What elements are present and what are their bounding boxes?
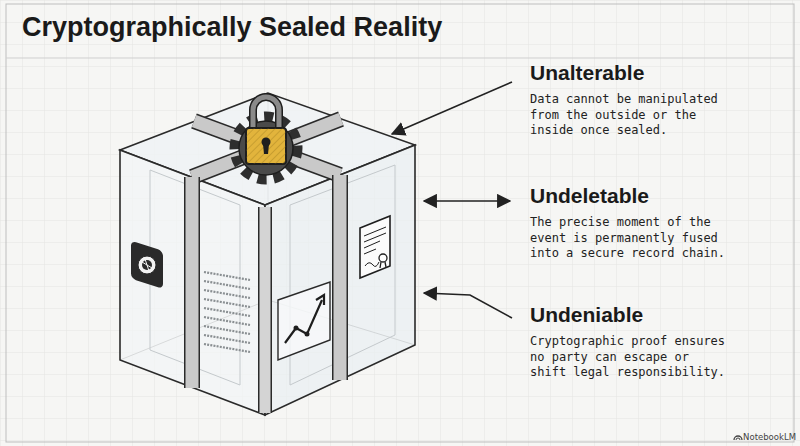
hex-row [204,308,250,316]
hex-row [204,290,250,298]
hex-row [204,326,250,334]
hex-texture [204,272,250,352]
callout-heading: Undeletable [530,184,649,208]
diagram-title: Cryptographically Sealed Reality [22,12,442,43]
hex-row [204,299,250,307]
callout-heading: Undeniable [530,303,643,327]
hex-row [204,281,250,289]
watermark-icon [734,436,742,440]
hex-row [204,272,250,280]
cube-right-face [265,145,415,415]
cube-left-face [120,150,265,415]
straps [192,119,341,413]
padlock [246,97,286,164]
leader-arrows [392,82,512,318]
callout-body: Cryptographic proof ensures no party can… [530,334,730,381]
camera-icon [131,241,163,289]
glass-panel [290,165,395,385]
callout-body: The precise moment of the event is perma… [530,215,730,262]
chart-panel [278,282,330,360]
callout-body: Data cannot be manipulated from the outs… [530,92,730,139]
watermark: NotebookLM [743,432,796,442]
hex-row [204,335,250,343]
callout-heading: Unalterable [530,61,644,85]
title-rule [6,58,794,59]
hex-row [204,317,250,325]
frame [6,4,794,442]
hex-row [204,344,250,352]
certificate-icon [360,216,390,278]
gear [235,117,297,179]
